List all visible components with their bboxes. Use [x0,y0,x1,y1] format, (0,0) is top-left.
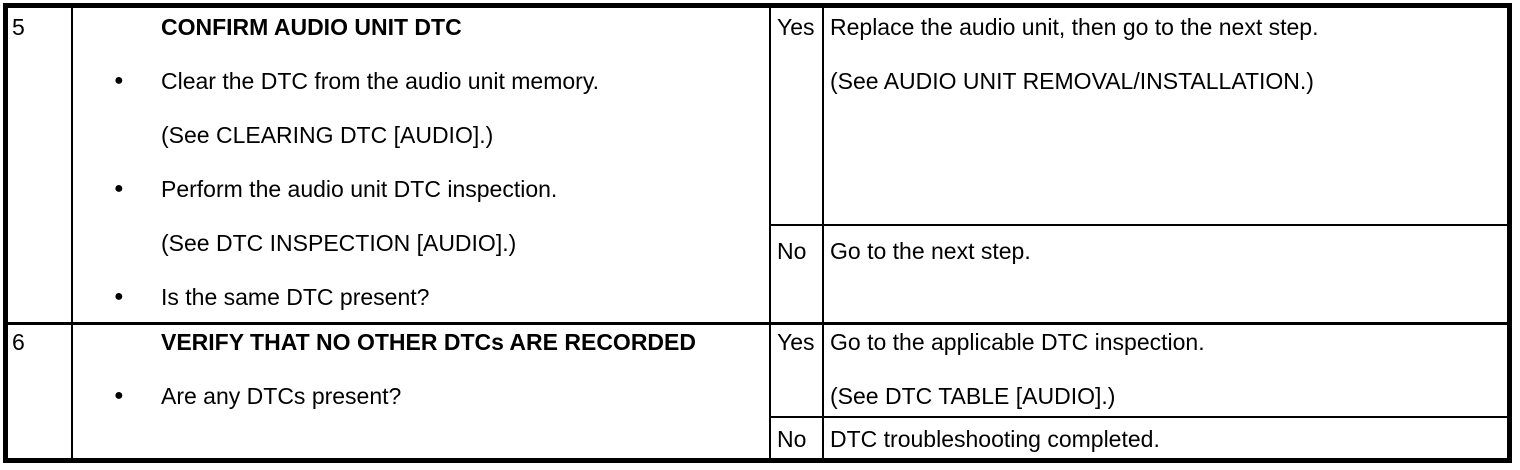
see-reference: (See CLEARING DTC [AUDIO].) [161,122,494,148]
action-item-text: Is the same DTC present? [161,284,430,310]
action-item: ● Perform the audio unit DTC inspection. [114,176,761,202]
result-cell: Replace the audio unit, then go to the n… [824,8,1507,224]
result-cell: Go to the applicable DTC inspection. (Se… [824,325,1507,416]
answer-label: Yes [777,14,815,40]
result-cell: DTC troubleshooting completed. [824,418,1507,458]
bullet-icon: ● [114,387,124,404]
answer-cell: Yes [771,8,824,224]
action-item: ● Is the same DTC present? [114,284,761,310]
action-cell: CONFIRM AUDIO UNIT DTC ● Clear the DTC f… [73,8,771,322]
see-reference: (See DTC INSPECTION [AUDIO].) [161,230,517,256]
bullet-icon: ● [114,180,124,197]
answer-label: No [777,426,807,452]
step-row-6: 6 VERIFY THAT NO OTHER DTCs ARE RECORDED… [8,322,1507,458]
result-text: Go to the next step. [830,238,1031,264]
step-number: 5 [12,14,25,40]
answer-label: Yes [777,329,815,355]
result-row-yes: Yes Replace the audio unit, then go to t… [771,8,1507,224]
answer-cell: Yes [771,325,824,416]
answer-cell: No [771,226,824,322]
bullet-icon: ● [114,72,124,89]
see-reference: (See DTC TABLE [AUDIO].) [830,383,1116,409]
action-cell: VERIFY THAT NO OTHER DTCs ARE RECORDED ●… [73,325,771,458]
step-title: VERIFY THAT NO OTHER DTCs ARE RECORDED [161,329,696,355]
step-row-5: 5 CONFIRM AUDIO UNIT DTC ● Clear the DTC… [8,8,1507,322]
troubleshooting-table: 5 CONFIRM AUDIO UNIT DTC ● Clear the DTC… [3,3,1512,463]
result-row-no: No Go to the next step. [771,224,1507,322]
action-item-text: Clear the DTC from the audio unit memory… [161,68,600,94]
action-item-text: Perform the audio unit DTC inspection. [161,176,558,202]
action-item: ● Are any DTCs present? [114,383,761,409]
results-group: Yes Go to the applicable DTC inspection.… [771,325,1507,458]
action-item: ● Clear the DTC from the audio unit memo… [114,68,761,94]
result-row-no: No DTC troubleshooting completed. [771,416,1507,458]
bullet-icon: ● [114,288,124,305]
results-group: Yes Replace the audio unit, then go to t… [771,8,1507,322]
result-row-yes: Yes Go to the applicable DTC inspection.… [771,325,1507,416]
step-number-cell: 6 [8,325,73,458]
answer-label: No [777,238,807,264]
result-text: DTC troubleshooting completed. [830,426,1160,452]
step-title: CONFIRM AUDIO UNIT DTC [161,14,462,40]
step-number-cell: 5 [8,8,73,322]
action-item-text: Are any DTCs present? [161,383,402,409]
see-reference: (See AUDIO UNIT REMOVAL/INSTALLATION.) [830,68,1314,94]
result-cell: Go to the next step. [824,226,1507,322]
answer-cell: No [771,418,824,458]
result-text: Replace the audio unit, then go to the n… [830,14,1319,40]
step-number: 6 [12,329,25,355]
result-text: Go to the applicable DTC inspection. [830,329,1205,355]
